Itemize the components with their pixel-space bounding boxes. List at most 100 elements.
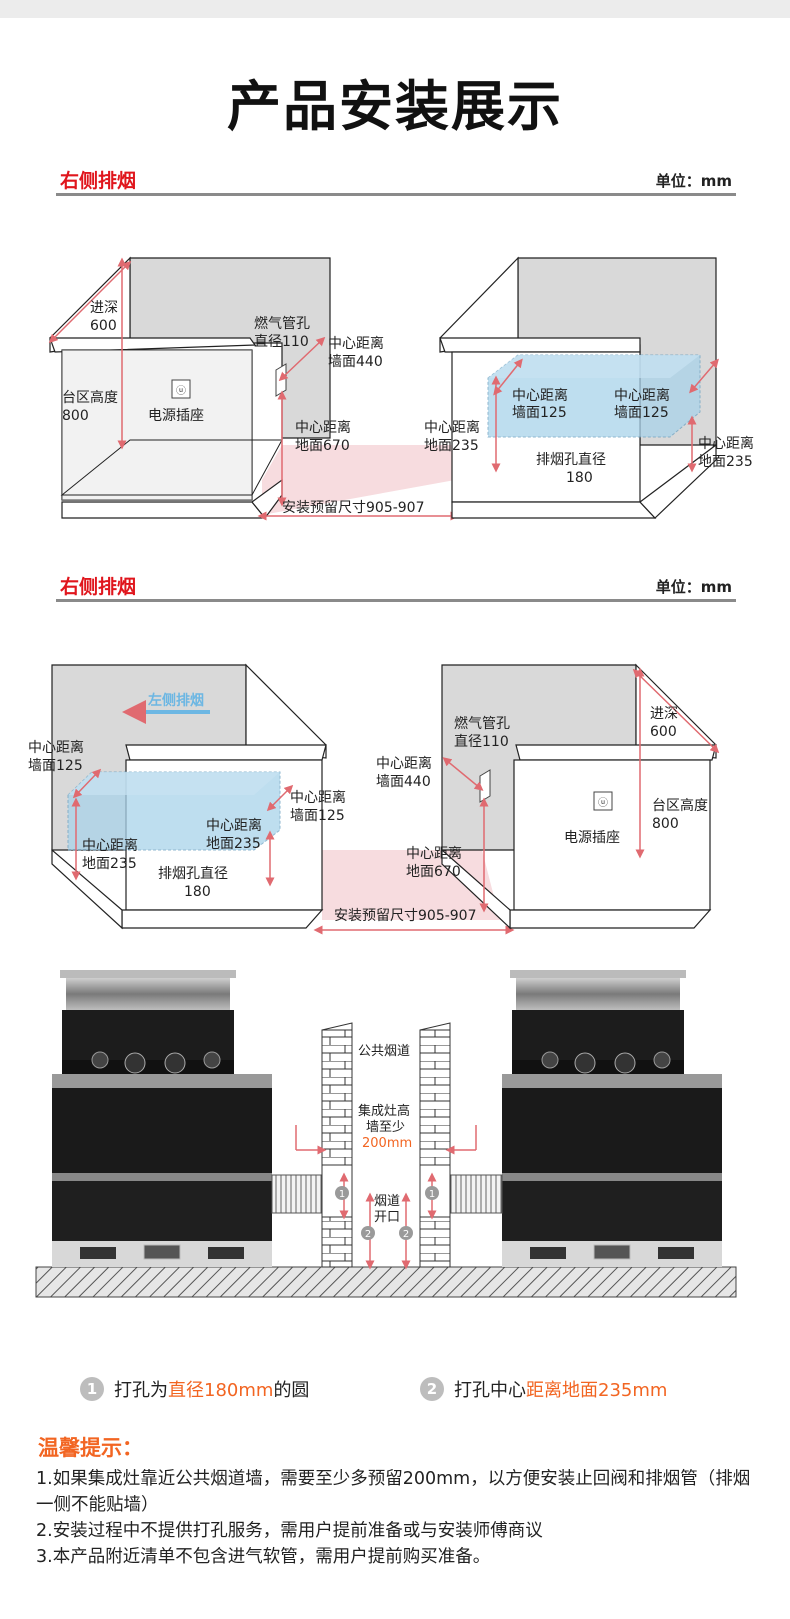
section2-header: 右侧排烟 单位：mm <box>56 572 736 602</box>
s2-right-wall-cabinet: ⓤ <box>441 663 717 930</box>
right-integrated-stove <box>502 970 722 1267</box>
s2-floor670-value: 地面670 <box>406 864 461 880</box>
legend-1-pre: 打孔为 <box>114 1380 168 1401</box>
s2-wall125b-value: 墙面125 <box>290 808 345 824</box>
s1-hole-value: 180 <box>566 470 593 486</box>
s2-hole-label: 排烟孔直径 <box>158 865 228 882</box>
s2-floor235a-value: 地面235 <box>82 856 137 872</box>
s2-height-label: 台区高度 <box>652 797 708 814</box>
marker-1-left <box>335 1186 349 1200</box>
s2-left-wall-cabinet <box>51 663 327 930</box>
s1-wall125a-value: 墙面125 <box>512 405 567 421</box>
s2-left-smoke-label: 左侧排烟 <box>147 692 204 709</box>
section1-title: 右侧排烟 <box>60 170 137 192</box>
svg-text:ⓤ: ⓤ <box>176 385 186 397</box>
section1-unit: 单位：mm <box>655 172 732 190</box>
s1-depth-label: 进深 <box>90 300 118 316</box>
s2-gas-pipe-hole-icon <box>479 769 491 803</box>
s1-floor235b-label: 中心距离 <box>698 435 754 452</box>
left-exhaust-duct <box>271 1174 323 1214</box>
s1-floor670-value: 地面670 <box>295 438 350 454</box>
svg-text:2: 2 <box>365 1229 371 1240</box>
s2-floor235b-label: 中心距离 <box>206 817 262 834</box>
s1-wall125a-label: 中心距离 <box>512 387 568 404</box>
power-socket-icon <box>171 379 191 399</box>
min-gap-label-1: 集成灶高 <box>358 1103 410 1119</box>
section1-header: 右侧排烟 单位：mm <box>56 166 736 196</box>
marker-2-left <box>361 1226 375 1240</box>
left-wall-cabinet: ⓤ <box>49 256 331 519</box>
svg-text:1: 1 <box>429 1189 435 1200</box>
s1-install-label: 安装预留尺寸905-907 <box>282 500 425 516</box>
s1-gas-value: 直径110 <box>254 333 309 350</box>
legend-2-badge: 2 <box>420 1377 444 1401</box>
s1-wall440-value: 墙面440 <box>328 354 383 370</box>
s2-depth-label: 进深 <box>650 706 678 722</box>
flue-opening-label-2: 开口 <box>374 1210 400 1225</box>
legend-1-post: 的圆 <box>273 1380 310 1401</box>
s1-floor670-label: 中心距离 <box>295 419 351 436</box>
legend-1-highlight: 直径180mm <box>168 1380 274 1401</box>
s2-wall125a-value: 墙面125 <box>28 758 83 774</box>
s2-power-socket-icon <box>593 791 613 811</box>
min-gap-value: 200mm <box>362 1136 412 1151</box>
s2-gas-label: 燃气管孔 <box>454 715 510 732</box>
s2-wall440-label: 中心距离 <box>376 755 432 772</box>
s2-gas-value: 直径110 <box>454 733 509 750</box>
marker-1-right <box>425 1186 439 1200</box>
s2-floor235b-value: 地面235 <box>206 836 261 852</box>
s2-wall440-value: 墙面440 <box>376 774 431 790</box>
s2-height-value: 800 <box>652 816 679 832</box>
tip-item-3: 3.本产品附近清单不包含进气软管，需用户提前购买准备。 <box>36 1547 491 1567</box>
legend-item-2: 2 打孔中心距离地面235mm <box>420 1376 667 1402</box>
s1-height-value: 800 <box>62 408 89 424</box>
s1-wall125b-label: 中心距离 <box>614 387 670 404</box>
tips-list: 1.如果集成灶靠近公共烟道墙，需要至少多预留200mm，以方便安装止回阀和排烟管… <box>36 1466 766 1570</box>
s1-floor235b-value: 地面235 <box>698 454 753 470</box>
s1-wall125b-value: 墙面125 <box>614 405 669 421</box>
page-title: 产品安装展示 <box>227 75 563 138</box>
flue-opening-label-1: 烟道 <box>374 1194 400 1209</box>
top-bar <box>0 0 790 18</box>
s2-floor235a-label: 中心距离 <box>82 837 138 854</box>
s1-floor235a-value: 地面235 <box>424 438 479 454</box>
public-flue-label: 公共烟道 <box>358 1044 410 1059</box>
s2-depth-value: 600 <box>650 724 677 740</box>
s1-wall440-label: 中心距离 <box>328 335 384 352</box>
s1-gas-label: 燃气管孔 <box>254 315 310 332</box>
s2-wall125a-label: 中心距离 <box>28 739 84 756</box>
svg-text:ⓤ: ⓤ <box>598 797 608 809</box>
left-flue-wall <box>321 1029 353 1268</box>
s1-hole-label: 排烟孔直径 <box>536 451 606 468</box>
min-gap-label-2: 墙至少 <box>366 1120 405 1135</box>
s1-floor235a-label: 中心距离 <box>424 419 480 436</box>
floor-hatch <box>35 1266 737 1298</box>
s1-depth-value: 600 <box>90 318 117 334</box>
legend-1-badge: 1 <box>80 1377 104 1401</box>
legend-2-pre: 打孔中心 <box>454 1380 526 1401</box>
s1-socket-label: 电源插座 <box>148 408 204 424</box>
section1-diagram: ⓤ 进深 600 燃气管孔 直径110 中心距离 墙面440 台区高度 800 … <box>0 240 790 540</box>
s2-floor670-label: 中心距离 <box>406 845 462 862</box>
floor-reserve-area <box>262 445 455 515</box>
tip-item-1: 1.如果集成灶靠近公共烟道墙，需要至少多预留200mm，以方便安装止回阀和排烟管… <box>36 1469 751 1515</box>
gas-pipe-hole-icon <box>275 363 287 397</box>
left-integrated-stove <box>52 970 272 1267</box>
s2-hole-value: 180 <box>184 884 211 900</box>
right-wall-cabinet <box>439 256 717 519</box>
legend-2-highlight: 距离地面235mm <box>526 1380 668 1401</box>
svg-text:2: 2 <box>403 1229 409 1240</box>
s1-height-label: 台区高度 <box>62 389 118 406</box>
marker-2-right <box>399 1226 413 1240</box>
section2-unit: 单位：mm <box>655 578 732 596</box>
stove-flue-diagram: 1 2 1 2 公共烟道 集成灶高 墙至少 200mm 烟道 开口 <box>0 965 790 1305</box>
section2-title: 右侧排烟 <box>60 576 137 598</box>
section2-diagram: ⓤ 左侧排烟 中心距离 墙面125 中心距离 墙面125 中心距离 地面235 … <box>0 650 790 945</box>
right-exhaust-duct <box>449 1174 503 1214</box>
tip-item-2: 2.安装过程中不提供打孔服务，需用户提前准备或与安装师傅商议 <box>36 1521 543 1541</box>
s2-wall125b-label: 中心距离 <box>290 789 346 806</box>
s2-socket-label: 电源插座 <box>564 830 620 846</box>
right-flue-wall <box>419 1029 451 1268</box>
s2-install-label: 安装预留尺寸905-907 <box>334 908 477 924</box>
